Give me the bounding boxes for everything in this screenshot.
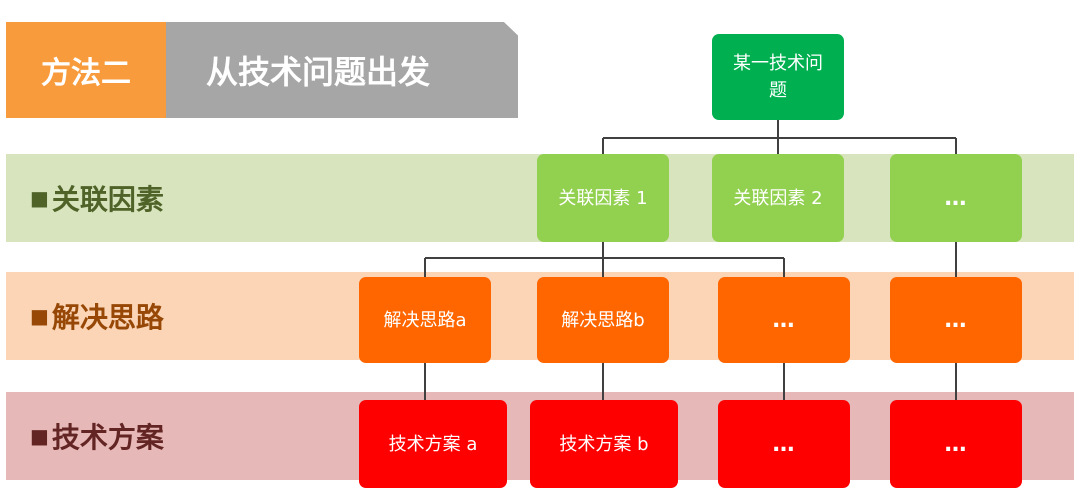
square-bullet-icon: ■ — [30, 424, 49, 448]
node-technical-solution-more-2: … — [890, 400, 1022, 488]
node-technical-solution-b: 技术方案 b — [530, 400, 678, 488]
node-solution-idea-more-2: … — [890, 277, 1022, 363]
row-label-text: 解决思路 — [51, 301, 164, 334]
node-related-factor-2: 关联因素 2 — [712, 154, 844, 242]
square-bullet-icon: ■ — [30, 186, 49, 210]
row-label-technical-solutions: ■ 技术方案 — [30, 392, 164, 480]
row-label-text: 技术方案 — [51, 421, 164, 454]
row-label-text: 关联因素 — [51, 183, 164, 216]
row-label-solution-ideas: ■ 解决思路 — [30, 272, 164, 360]
node-related-factor-more: … — [890, 154, 1022, 242]
node-solution-idea-a: 解决思路a — [359, 277, 491, 363]
node-technical-solution-more: … — [718, 400, 850, 488]
node-technical-problem: 某一技术问题 — [712, 34, 844, 120]
square-bullet-icon: ■ — [30, 304, 49, 328]
node-related-factor-1: 关联因素 1 — [537, 154, 669, 242]
node-solution-idea-more: … — [718, 277, 850, 363]
method-tag: 方法二 — [6, 22, 166, 118]
page-title: 从技术问题出发 — [166, 22, 518, 118]
node-technical-solution-a: 技术方案 a — [359, 400, 507, 488]
node-solution-idea-b: 解决思路b — [537, 277, 669, 363]
row-label-related-factors: ■ 关联因素 — [30, 154, 164, 242]
